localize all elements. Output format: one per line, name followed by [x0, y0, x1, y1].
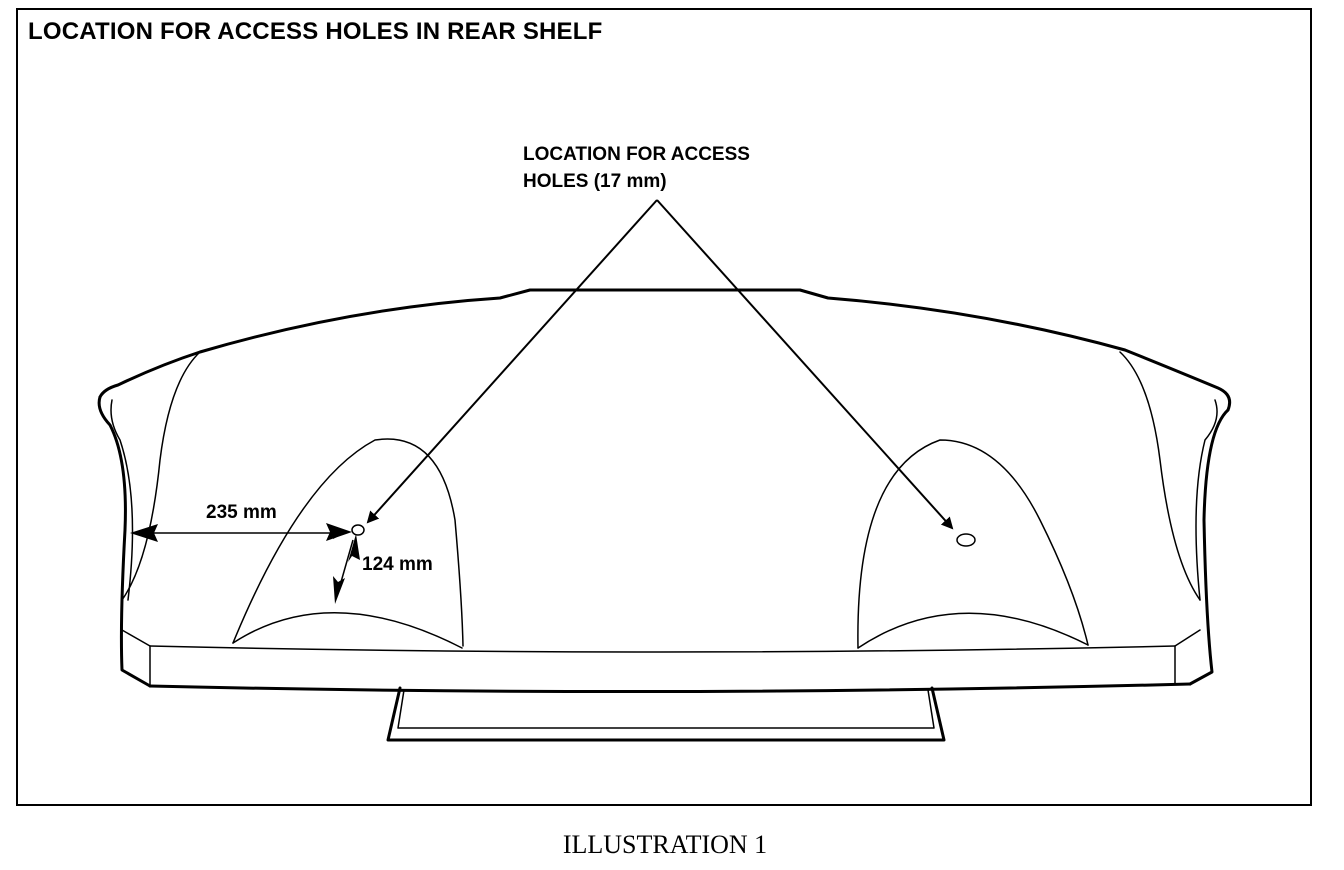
- dimension-arrow-235-right: [326, 523, 352, 541]
- access-hole-right: [956, 533, 976, 547]
- access-hole-left: [351, 524, 365, 536]
- callout-leader-right: [656, 199, 954, 530]
- dimension-arrow-235-left: [130, 524, 158, 542]
- figure-caption: ILLUSTRATION 1: [562, 830, 768, 859]
- dimension-arrow-124-top: [348, 534, 360, 562]
- access-hole-callout-line-1: LOCATION FOR ACCESS: [523, 144, 750, 165]
- callout-leader-left: [366, 199, 658, 524]
- dimension-arrow-124-bottom: [333, 576, 345, 604]
- figure-title: LOCATION FOR ACCESS HOLES IN REAR SHELF: [28, 18, 603, 45]
- figure-frame: [16, 8, 1312, 806]
- rear-shelf-outline: [97, 288, 1232, 742]
- dimension-label-horizontal: 235 mm: [206, 502, 277, 523]
- access-hole-callout-line-2: HOLES (17 mm): [523, 171, 667, 192]
- dimension-label-vertical: 124 mm: [362, 554, 433, 575]
